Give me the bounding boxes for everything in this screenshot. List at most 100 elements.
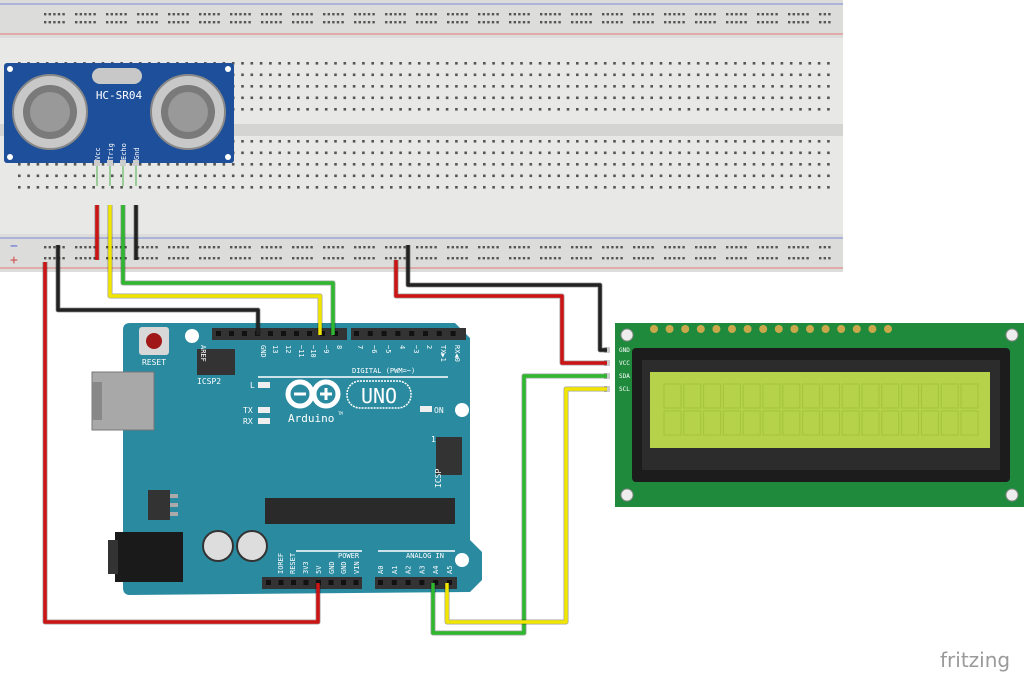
header-pin[interactable] xyxy=(436,331,442,336)
header-pin[interactable] xyxy=(391,580,397,585)
header-pin[interactable] xyxy=(341,580,346,585)
hole xyxy=(429,257,433,260)
header-pin[interactable] xyxy=(278,580,284,585)
hole xyxy=(589,246,592,249)
header-pin[interactable] xyxy=(316,580,321,585)
header-pin[interactable] xyxy=(405,580,411,585)
hole xyxy=(576,85,579,88)
hole xyxy=(673,257,676,260)
breadboard-5v-wire[interactable] xyxy=(43,262,320,624)
header-pin[interactable] xyxy=(281,331,286,336)
sda-wire[interactable] xyxy=(431,374,607,635)
hole xyxy=(827,108,830,111)
header-pin[interactable] xyxy=(266,580,271,585)
digital-pin-label: AREF xyxy=(199,345,207,362)
hole xyxy=(766,246,769,249)
hole xyxy=(501,186,505,189)
hole xyxy=(124,246,127,249)
hole xyxy=(84,13,87,16)
hole xyxy=(799,85,802,88)
hole xyxy=(730,13,733,16)
hole xyxy=(408,186,412,189)
hole xyxy=(622,163,626,166)
header-pin[interactable] xyxy=(450,331,456,336)
hole xyxy=(819,13,822,16)
header-pin[interactable] xyxy=(333,331,338,336)
lcd-header-pin xyxy=(852,325,861,333)
header-pin[interactable] xyxy=(268,331,273,336)
hole xyxy=(641,85,644,88)
header-pin[interactable] xyxy=(294,331,299,336)
header-pin[interactable] xyxy=(229,331,234,336)
hole xyxy=(408,140,412,143)
hole xyxy=(799,140,802,143)
hole xyxy=(213,186,216,189)
hole xyxy=(62,246,65,249)
hole xyxy=(315,186,319,189)
digital-pin-label: ~6 xyxy=(370,345,378,353)
hole xyxy=(828,257,831,260)
hole xyxy=(390,151,393,155)
hole xyxy=(420,13,423,16)
header-pin[interactable] xyxy=(378,580,383,585)
header-pin[interactable] xyxy=(291,580,296,585)
header-pin[interactable] xyxy=(447,580,452,585)
hole xyxy=(306,174,309,178)
echo-wire[interactable] xyxy=(121,205,335,335)
header-pin[interactable] xyxy=(423,331,428,336)
hole xyxy=(827,140,830,143)
header-pin[interactable] xyxy=(307,331,312,336)
hole xyxy=(358,246,361,249)
header-pin[interactable] xyxy=(409,331,415,336)
trig-wire[interactable] xyxy=(108,205,322,335)
header-pin[interactable] xyxy=(216,331,221,336)
header-pin[interactable] xyxy=(419,580,425,585)
hole xyxy=(735,21,738,24)
hole xyxy=(385,13,388,16)
header-pin[interactable] xyxy=(242,331,247,336)
header-pin[interactable] xyxy=(353,580,359,585)
hole xyxy=(603,62,607,65)
hole xyxy=(557,85,560,88)
hole xyxy=(394,13,397,16)
hole xyxy=(699,13,702,16)
header-pin[interactable] xyxy=(354,331,359,336)
hole xyxy=(650,174,653,178)
header-pin[interactable] xyxy=(433,580,439,585)
hole xyxy=(259,186,263,189)
hole xyxy=(651,246,654,249)
header-pin[interactable] xyxy=(367,331,373,336)
hole xyxy=(566,62,570,65)
hole xyxy=(241,140,244,143)
hole xyxy=(138,163,142,166)
hole xyxy=(124,13,127,16)
header-pin[interactable] xyxy=(303,580,309,585)
breadboard-gnd-wire[interactable] xyxy=(56,245,260,335)
hole xyxy=(241,85,244,88)
hole xyxy=(460,21,464,24)
header-pin[interactable] xyxy=(381,331,387,336)
hole xyxy=(185,174,188,178)
hole xyxy=(250,140,254,143)
hole xyxy=(248,246,251,249)
lcd-char-cell xyxy=(881,410,900,436)
lcd-vcc-wire[interactable] xyxy=(394,260,607,365)
header-pin[interactable] xyxy=(328,580,334,585)
hole xyxy=(119,246,123,249)
hole xyxy=(324,73,328,77)
lcd-gnd-wire[interactable] xyxy=(406,245,607,352)
header-pin[interactable] xyxy=(320,331,325,336)
sensor-pin-label: Gnd xyxy=(133,147,141,160)
lcd-char-cell xyxy=(722,383,741,409)
hole xyxy=(416,13,419,16)
hole xyxy=(817,151,821,155)
scl-wire[interactable] xyxy=(445,387,607,624)
hole xyxy=(520,186,523,189)
header-pin[interactable] xyxy=(395,331,401,336)
hole xyxy=(724,163,728,166)
lcd-pin-label: SDA xyxy=(619,373,630,380)
hole xyxy=(775,246,778,249)
hole xyxy=(310,21,313,24)
hole xyxy=(429,246,433,249)
hole xyxy=(752,85,756,88)
